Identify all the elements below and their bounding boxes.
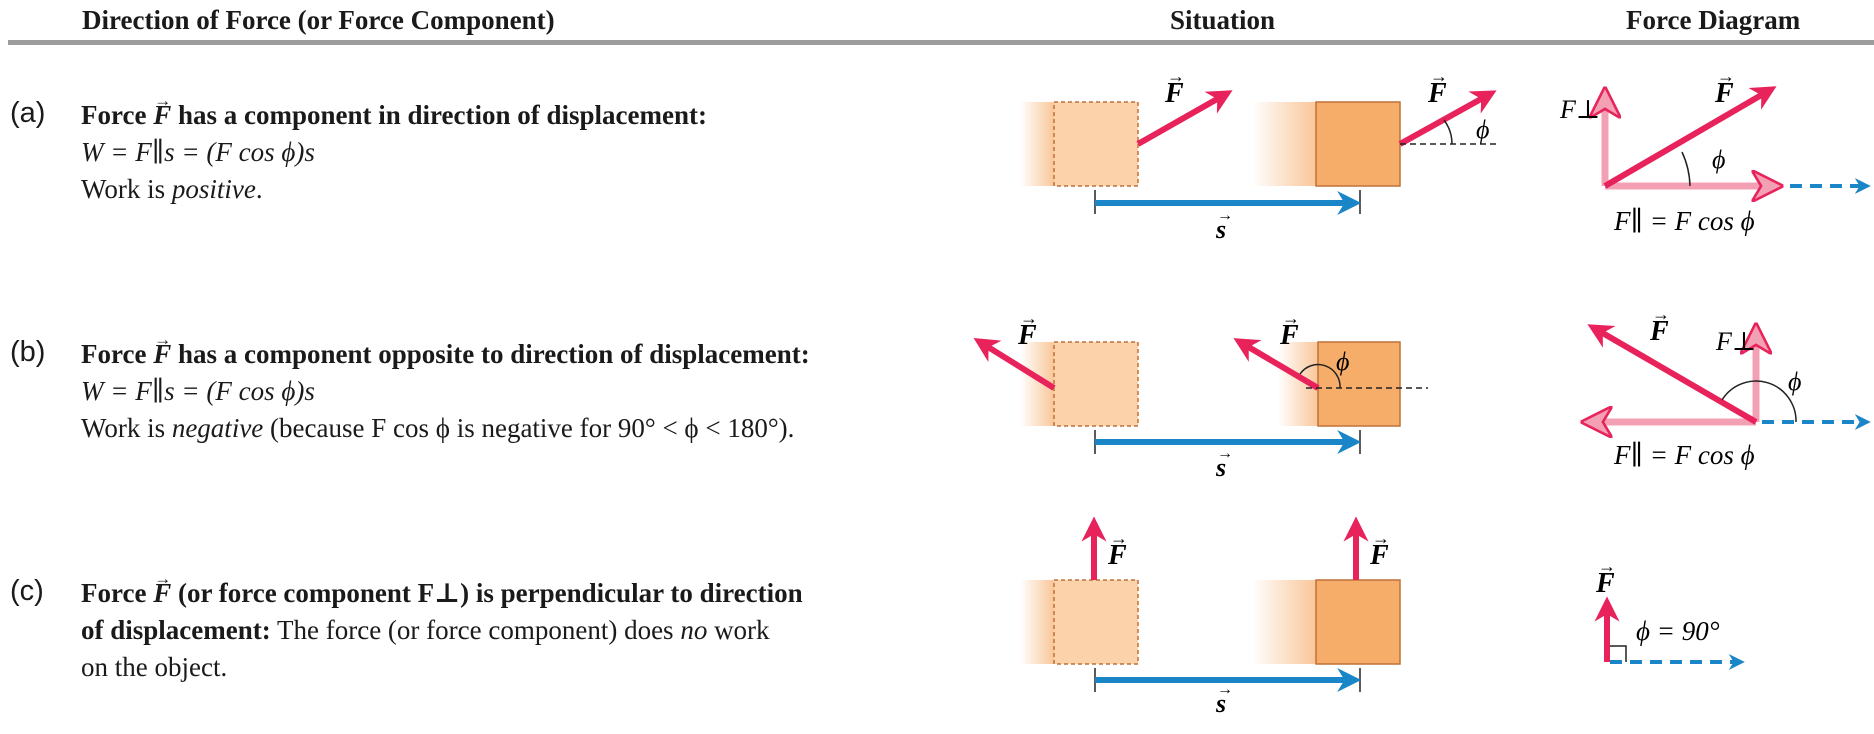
row-b-formula: W = F∥s = (F cos ϕ)s (81, 376, 315, 406)
vector-arrow-glyph: → (1167, 66, 1185, 86)
parallel-label: F∥ = F cos ϕ (1613, 440, 1755, 470)
row-c-line-2-bold: of displacement: (81, 615, 271, 645)
phi-label: ϕ (1476, 115, 1489, 144)
row-a-line-3: Work is positive. (81, 171, 707, 208)
row-a-line-1: Force F has a component in direction of … (81, 82, 707, 134)
displacement-label: s (1215, 689, 1226, 718)
vector-arrow-glyph: → (1020, 308, 1038, 328)
vector-arrow-glyph: → (1217, 681, 1233, 698)
force-label: F (1279, 320, 1299, 351)
vector-arrow-glyph: → (1372, 528, 1390, 548)
row-c-line-1-pre: Force (81, 578, 154, 608)
force-arrow (1603, 86, 1777, 189)
displacement-label: s (1215, 453, 1226, 482)
row-a-force-symbol: F (153, 82, 171, 134)
row-b-letter: (b) (10, 336, 46, 368)
row-b-force-diagram: ϕ F → F⊥ F∥ = F cos ϕ (1587, 304, 1871, 470)
force-arrow (973, 338, 1056, 391)
force-label: F (1714, 78, 1734, 109)
row-c-line-2-post: work (707, 615, 770, 645)
force-arrow (1136, 90, 1233, 147)
row-b-description: Force F has a component opposite to dire… (81, 321, 810, 447)
row-b-line-1-post: has a component opposite to direction of… (171, 339, 810, 369)
vector-arrow-glyph: → (1282, 308, 1300, 328)
phi-label: ϕ (1788, 367, 1801, 396)
perp-label: F⊥ (1715, 327, 1756, 356)
row-c-line-3: on the object. (81, 652, 228, 682)
angle-arc (1299, 363, 1341, 389)
row-a-formula: W = F∥s = (F cos ϕ)s (81, 137, 315, 167)
row-a-line-1-post: has a component in direction of displace… (171, 100, 707, 130)
motion-blur (1252, 102, 1316, 186)
motion-blur (1252, 580, 1316, 664)
row-b-line-3-post: (because F cos ϕ is negative for 90° < ϕ… (263, 413, 795, 443)
angle-arc (1681, 151, 1691, 187)
row-a-force-diagram: ϕ F → F⊥ F∥ = F cos ϕ (1559, 66, 1871, 236)
right-angle-mark (1610, 645, 1627, 662)
force-label: F (1369, 540, 1389, 571)
vector-arrow-glyph: → (1217, 207, 1233, 224)
header-direction: Direction of Force (or Force Component) (82, 5, 555, 35)
block-end (1317, 341, 1401, 427)
row-c-letter: (c) (10, 575, 44, 607)
row-a-line-1-pre: Force (81, 100, 154, 130)
displacement-label: s (1215, 215, 1226, 244)
motion-blur (1020, 102, 1054, 186)
vector-arrow-glyph: → (1430, 66, 1448, 86)
row-b-line-3-pre: Work is (81, 413, 172, 443)
block-start (1053, 579, 1139, 665)
row-c-force-symbol: F (153, 560, 171, 612)
block-end (1315, 101, 1401, 187)
row-c-force-diagram: F → ϕ = 90° (1594, 556, 1745, 670)
vector-arrow-glyph: → (1652, 304, 1670, 324)
vector-arrow-glyph: → (1217, 445, 1233, 462)
header-rule (8, 40, 1874, 45)
force-label: F (1164, 78, 1184, 109)
row-b-line-1-pre: Force (81, 339, 154, 369)
block-end (1315, 579, 1401, 665)
row-b-line-3-em: negative (171, 413, 264, 443)
parallel-label: F∥ = F cos ϕ (1613, 206, 1755, 236)
force-label: F (1427, 78, 1447, 109)
row-b-line-1: Force F has a component opposite to dire… (81, 321, 810, 373)
block-start (1053, 101, 1139, 187)
row-a-situation: F → F → ϕ s → (1020, 66, 1498, 244)
force-arrow (1587, 324, 1758, 425)
row-a-line-3-em: positive (171, 174, 256, 204)
row-c-line-1: Force F (or force component F⊥) is perpe… (81, 560, 803, 612)
row-b-force-symbol: F (153, 321, 171, 373)
angle-arc (1721, 380, 1797, 423)
header-force-diagram: Force Diagram (1626, 5, 1801, 35)
motion-blur (1020, 580, 1054, 664)
phi-label: ϕ (1712, 145, 1725, 174)
block-start (1053, 341, 1139, 427)
row-c-description: Force F (or force component F⊥) is perpe… (81, 560, 803, 686)
angle-arc (1443, 119, 1453, 145)
vector-arrow-glyph: → (1110, 528, 1128, 548)
force-label: F (1649, 316, 1669, 347)
perp-label: F⊥ (1559, 95, 1600, 124)
force-arrow (1233, 338, 1320, 391)
force-label: F (1595, 568, 1615, 599)
row-b-line-3: Work is negative (because F cos ϕ is neg… (81, 410, 810, 447)
vector-arrow-glyph: → (1717, 66, 1735, 86)
row-a-description: Force F has a component in direction of … (81, 82, 707, 208)
row-a-line-3-post: . (255, 174, 263, 204)
row-c-line-2-em: no (680, 615, 708, 645)
row-c-situation: F → F → s → (1020, 516, 1401, 718)
vector-arrow-glyph: → (1598, 556, 1616, 576)
row-c-line-2: of displacement: The force (or force com… (81, 612, 803, 649)
header-situation: Situation (1170, 5, 1276, 35)
phi-label: ϕ (1336, 347, 1349, 376)
row-b-situation: F → F → ϕ s → (973, 308, 1428, 482)
row-a-letter: (a) (10, 97, 46, 129)
force-label: F (1017, 320, 1037, 351)
row-c-line-1-post: (or force component F⊥) is perpendicular… (171, 578, 803, 608)
row-c-line-2-rest: The force (or force component) does (270, 615, 681, 645)
force-label: F (1107, 540, 1127, 571)
row-a-line-3-pre: Work is (81, 174, 172, 204)
force-arrow (1398, 90, 1497, 147)
phi-90-label: ϕ = 90° (1636, 616, 1720, 646)
